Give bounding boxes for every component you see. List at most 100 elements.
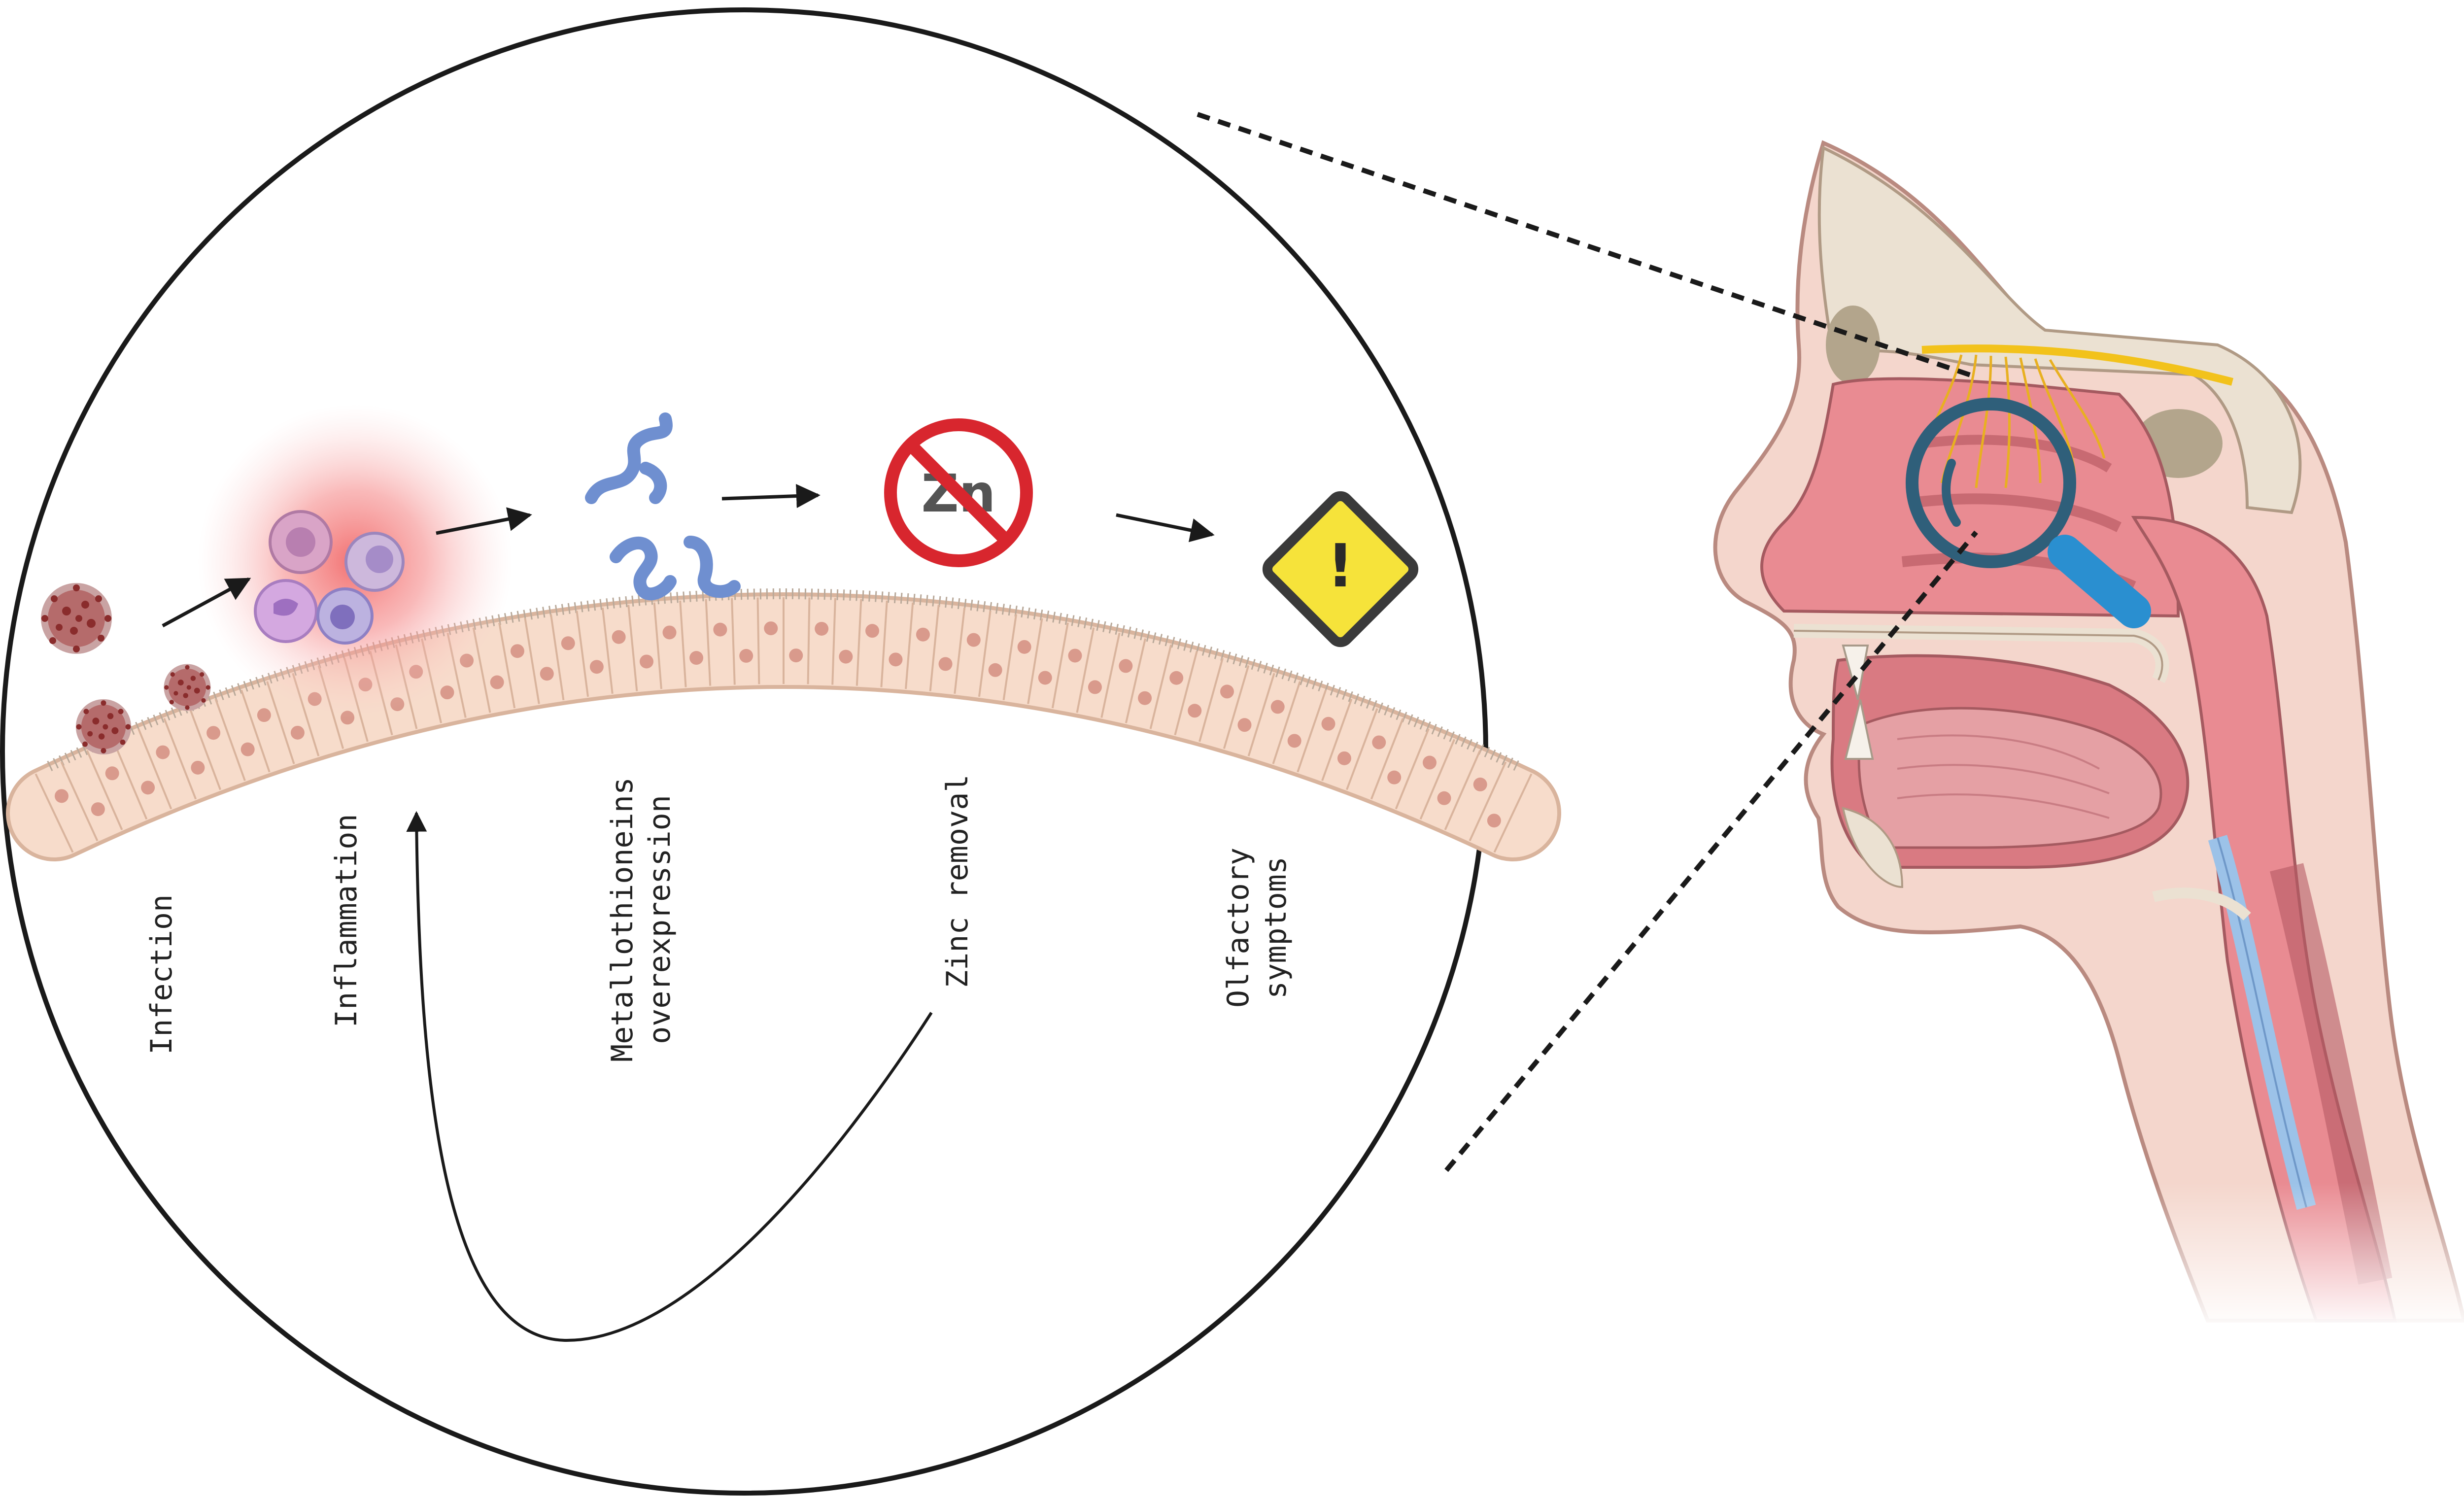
cell-wall: [60, 761, 99, 842]
cell-nucleus: [141, 781, 155, 795]
cell-wall: [576, 611, 589, 697]
cell-nucleus: [1387, 770, 1402, 785]
cell-wall: [1027, 618, 1043, 704]
head-anatomy: [1713, 140, 2464, 1330]
cell-nucleus: [1188, 704, 1202, 718]
cell-nucleus: [1437, 791, 1451, 805]
cell-nucleus: [156, 745, 170, 759]
cell-nucleus: [1169, 671, 1184, 685]
cell-nucleus: [1337, 751, 1351, 765]
cell-nucleus: [1270, 700, 1285, 714]
cell-nucleus: [1422, 755, 1437, 770]
cell-wall: [1469, 761, 1507, 842]
cell-nucleus: [589, 660, 604, 674]
cell-wall: [1223, 665, 1250, 749]
cell-wall: [731, 598, 736, 685]
cell-wall: [1174, 650, 1198, 736]
cell-wall: [831, 598, 836, 685]
cell-wall: [1444, 750, 1481, 830]
arrow-inflammation-to-metallothioneins: [436, 507, 532, 535]
cell-nucleus: [966, 633, 981, 647]
cell-wall: [111, 739, 148, 820]
immune-cells-icon: [254, 510, 405, 645]
cell-nucleus: [689, 651, 704, 665]
zoom-connector-bottom: [1444, 530, 1978, 1172]
cell-wall: [929, 605, 940, 691]
cell-wall: [756, 597, 760, 684]
cell-wall: [653, 602, 662, 689]
cell-nucleus: [1119, 659, 1133, 673]
cell-wall: [1297, 689, 1327, 773]
cell-nucleus: [1287, 734, 1301, 748]
cell-wall: [1321, 698, 1353, 781]
arrow-metallothioneins-to-zinc: [721, 484, 821, 509]
olfactory-bulb: [1921, 344, 2234, 386]
cell-nucleus: [510, 644, 524, 658]
cell-wall: [1346, 708, 1378, 790]
cell-nucleus: [938, 657, 953, 671]
cell-nucleus: [713, 622, 727, 637]
cell-nucleus: [764, 621, 778, 636]
arrow-zinc-to-symptoms: [1116, 513, 1215, 543]
step-label-infection: Infection: [144, 894, 179, 1055]
cell-nucleus: [865, 624, 880, 638]
cell-nucleus: [612, 630, 626, 644]
cell-wall: [137, 728, 172, 810]
cell-nucleus: [988, 663, 1002, 677]
cell-wall: [954, 607, 966, 694]
cell-wall: [214, 698, 246, 781]
cell-wall: [86, 750, 123, 830]
cell-nucleus: [105, 766, 119, 781]
cell-nucleus: [889, 652, 903, 667]
cell-nucleus: [540, 667, 554, 681]
cell-wall: [880, 600, 888, 687]
metallothionein-protein-icon: [585, 412, 741, 601]
no-zinc-icon: Zn: [884, 418, 1033, 567]
cell-nucleus: [290, 725, 305, 740]
cell-wall: [240, 689, 271, 773]
cell-nucleus: [54, 789, 68, 803]
cell-nucleus: [1372, 735, 1386, 750]
cell-wall: [705, 599, 712, 686]
cell-nucleus: [1068, 648, 1082, 663]
cell-wall: [1419, 739, 1456, 820]
cell-wall: [1076, 627, 1095, 713]
cell-wall: [1100, 632, 1121, 718]
step-label-olfactory-symptoms: Olfactory symptoms: [1221, 847, 1293, 1008]
cell-wall: [1272, 681, 1301, 764]
arrow-infection-to-inflammation: [162, 577, 251, 628]
cell-nucleus: [490, 675, 504, 689]
step-label-inflammation: Inflammation: [329, 814, 364, 1027]
cell-nucleus: [1138, 691, 1152, 705]
cell-nucleus: [839, 649, 853, 664]
step-label-metallothioneins: Metallothioneins overexpression: [605, 777, 677, 1062]
cell-nucleus: [789, 648, 803, 663]
cell-nucleus: [1017, 640, 1031, 654]
warning-icon: !: [1262, 491, 1419, 648]
cell-nucleus: [1088, 680, 1102, 694]
cell-wall: [163, 718, 197, 800]
cell-wall: [1125, 638, 1147, 723]
cell-nucleus: [91, 802, 105, 817]
warning-glyph: !: [1327, 532, 1354, 601]
cell-wall: [498, 622, 516, 709]
cell-nucleus: [1487, 814, 1501, 828]
cell-wall: [1002, 614, 1018, 701]
feedback-loop-arrow: [406, 811, 933, 1342]
cell-wall: [1051, 622, 1069, 709]
cell-wall: [601, 607, 614, 694]
cell-nucleus: [662, 625, 677, 640]
cell-wall: [34, 773, 74, 853]
cell-nucleus: [739, 648, 753, 663]
cell-nucleus: [1321, 716, 1335, 731]
cell-wall: [549, 614, 565, 701]
cell-wall: [1370, 718, 1404, 800]
cell-nucleus: [561, 636, 575, 650]
cell-wall: [524, 618, 540, 704]
step-label-zinc-removal: Zinc removal: [940, 774, 975, 988]
cell-nucleus: [1237, 718, 1252, 732]
cell-wall: [189, 708, 221, 790]
frontal-sinus: [1826, 306, 1880, 384]
